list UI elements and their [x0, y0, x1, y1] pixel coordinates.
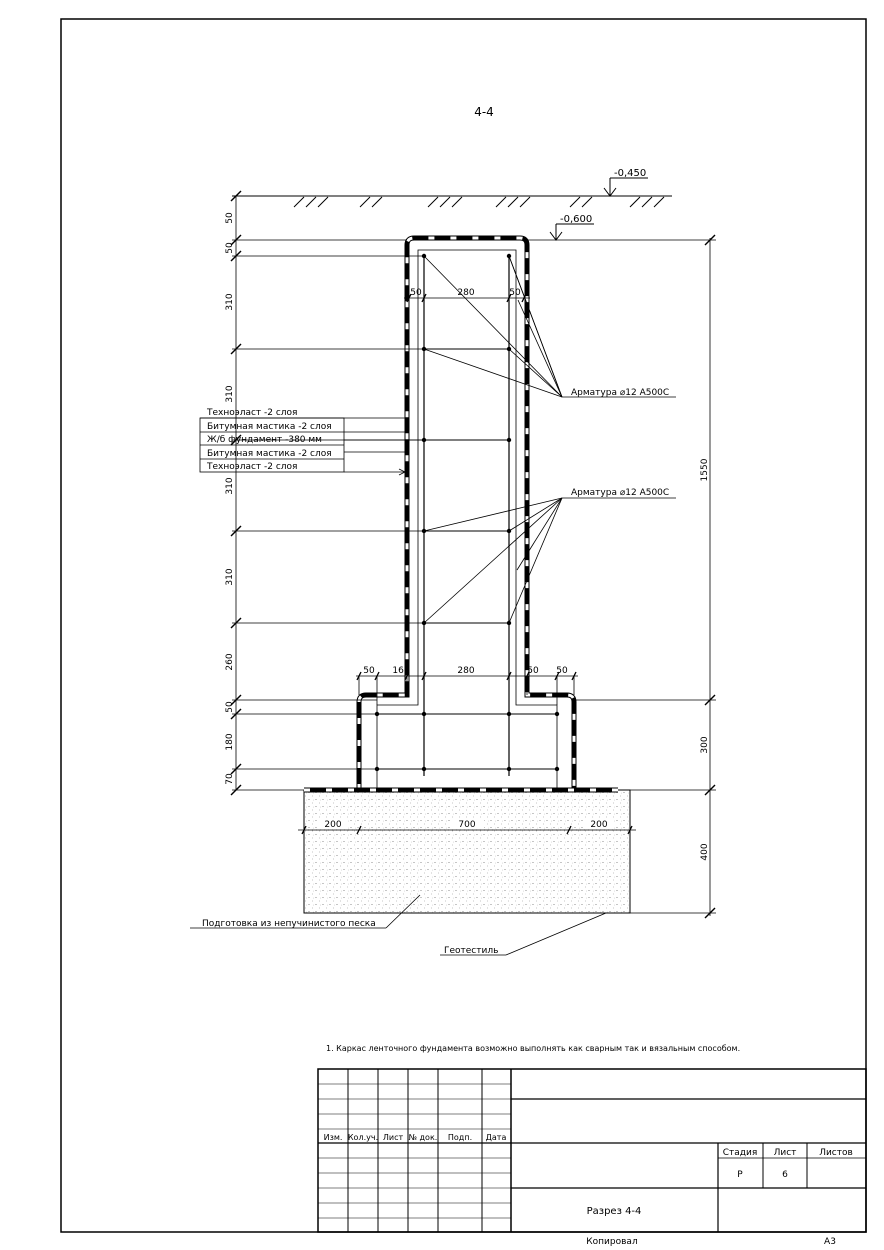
title-block	[317, 1068, 867, 1233]
svg-text:Лист: Лист	[383, 1133, 404, 1142]
dim-prep-height: 400	[700, 843, 710, 860]
layers-labels: Техноэласт -2 слоя Битумная мастика -2 с…	[206, 408, 332, 472]
bottom-dimension-values: 200 700 200	[324, 820, 607, 830]
waterproofing-outline-dash	[357, 236, 576, 790]
general-note: 1. Каркас ленточного фундамента возможно…	[326, 1044, 740, 1053]
rebar-horizontals	[377, 348, 557, 770]
layers-callout	[199, 417, 424, 476]
svg-text:310: 310	[225, 477, 235, 494]
sand-callout-line	[190, 894, 421, 929]
svg-text:Изм.: Изм.	[324, 1133, 343, 1142]
svg-text:280: 280	[457, 288, 474, 298]
svg-text:70: 70	[225, 773, 235, 785]
svg-text:180: 180	[225, 733, 235, 750]
left-dimension-values: 50 50 310 310 310 310 260 50 180 70	[225, 212, 235, 785]
svg-text:310: 310	[225, 293, 235, 310]
level-top-label: -0,450	[614, 168, 646, 179]
wall-dimension-values: 50 280 50	[410, 288, 521, 298]
level-mark-top	[603, 177, 648, 197]
title-block-headers: Изм. Кол.уч. Лист № док. Подп. Дата	[324, 1133, 507, 1142]
svg-text:160: 160	[392, 666, 409, 676]
ground-surface	[232, 195, 672, 208]
rebar-label-lower: Арматура ⌀12 А500С	[571, 488, 669, 498]
svg-text:Техноэласт -2 слоя: Техноэласт -2 слоя	[206, 408, 297, 418]
svg-text:260: 260	[225, 653, 235, 670]
svg-text:Лист: Лист	[774, 1148, 797, 1158]
svg-text:50: 50	[225, 242, 235, 254]
sand-label: Подготовка из непучинистого песка	[202, 919, 376, 929]
svg-text:Техноэласт -2 слоя: Техноэласт -2 слоя	[206, 462, 297, 472]
svg-text:200: 200	[590, 820, 607, 830]
svg-text:50: 50	[225, 701, 235, 713]
svg-text:Кол.уч.: Кол.уч.	[348, 1133, 378, 1142]
svg-text:6: 6	[782, 1170, 788, 1180]
svg-text:200: 200	[324, 820, 341, 830]
dim-base-height: 300	[700, 736, 710, 753]
svg-text:50: 50	[363, 666, 375, 676]
svg-text:Стадия: Стадия	[723, 1148, 758, 1158]
right-dimension-chain	[527, 234, 716, 919]
left-dimension-chain	[230, 190, 424, 796]
sand-preparation	[303, 789, 631, 914]
svg-text:50: 50	[410, 288, 422, 298]
title-block-stage: Стадия Лист Листов Р 6	[723, 1148, 853, 1180]
svg-text:Подп.: Подп.	[448, 1133, 472, 1142]
section-title: 4-4	[474, 105, 494, 119]
wall-dimension-line	[404, 293, 530, 303]
svg-text:310: 310	[225, 568, 235, 585]
geotextile-callout-line	[440, 912, 607, 956]
svg-text:Дата: Дата	[486, 1133, 507, 1142]
svg-text:Листов: Листов	[819, 1148, 853, 1158]
rebar-leaders-upper	[423, 255, 676, 398]
geotextile-label: Геотестиль	[444, 946, 498, 956]
svg-text:50: 50	[527, 666, 539, 676]
svg-text:280: 280	[457, 666, 474, 676]
dim-total-height: 1550	[700, 458, 710, 481]
svg-text:310: 310	[225, 385, 235, 402]
rebar-label-upper: Арматура ⌀12 А500С	[571, 388, 669, 398]
svg-text:700: 700	[458, 820, 475, 830]
base-dimension-values: 50 160 280 50 50	[363, 666, 568, 676]
svg-text:Р: Р	[737, 1170, 743, 1180]
rebar-verticals	[423, 256, 510, 776]
bottom-dimension-line	[298, 825, 636, 835]
concrete-inner-outline	[376, 249, 558, 788]
svg-text:Битумная мастика -2 слоя: Битумная мастика -2 слоя	[207, 422, 332, 432]
svg-text:Ж/б фундамент -380 мм: Ж/б фундамент -380 мм	[207, 435, 322, 445]
base-dimension-line	[356, 671, 578, 705]
svg-text:Битумная мастика -2 слоя: Битумная мастика -2 слоя	[207, 449, 332, 459]
rebar-leaders-lower	[423, 497, 676, 624]
copied-label: Копировал	[586, 1237, 637, 1247]
waterproofing-outline	[356, 235, 577, 790]
level-second-label: -0,600	[560, 214, 592, 225]
svg-text:№ док.: № док.	[409, 1133, 438, 1142]
svg-text:50: 50	[225, 212, 235, 224]
format-label: А3	[824, 1237, 836, 1247]
svg-text:50: 50	[509, 288, 521, 298]
svg-text:50: 50	[556, 666, 568, 676]
level-mark-second	[549, 223, 594, 241]
drawing-name: Разрез 4-4	[587, 1206, 642, 1217]
